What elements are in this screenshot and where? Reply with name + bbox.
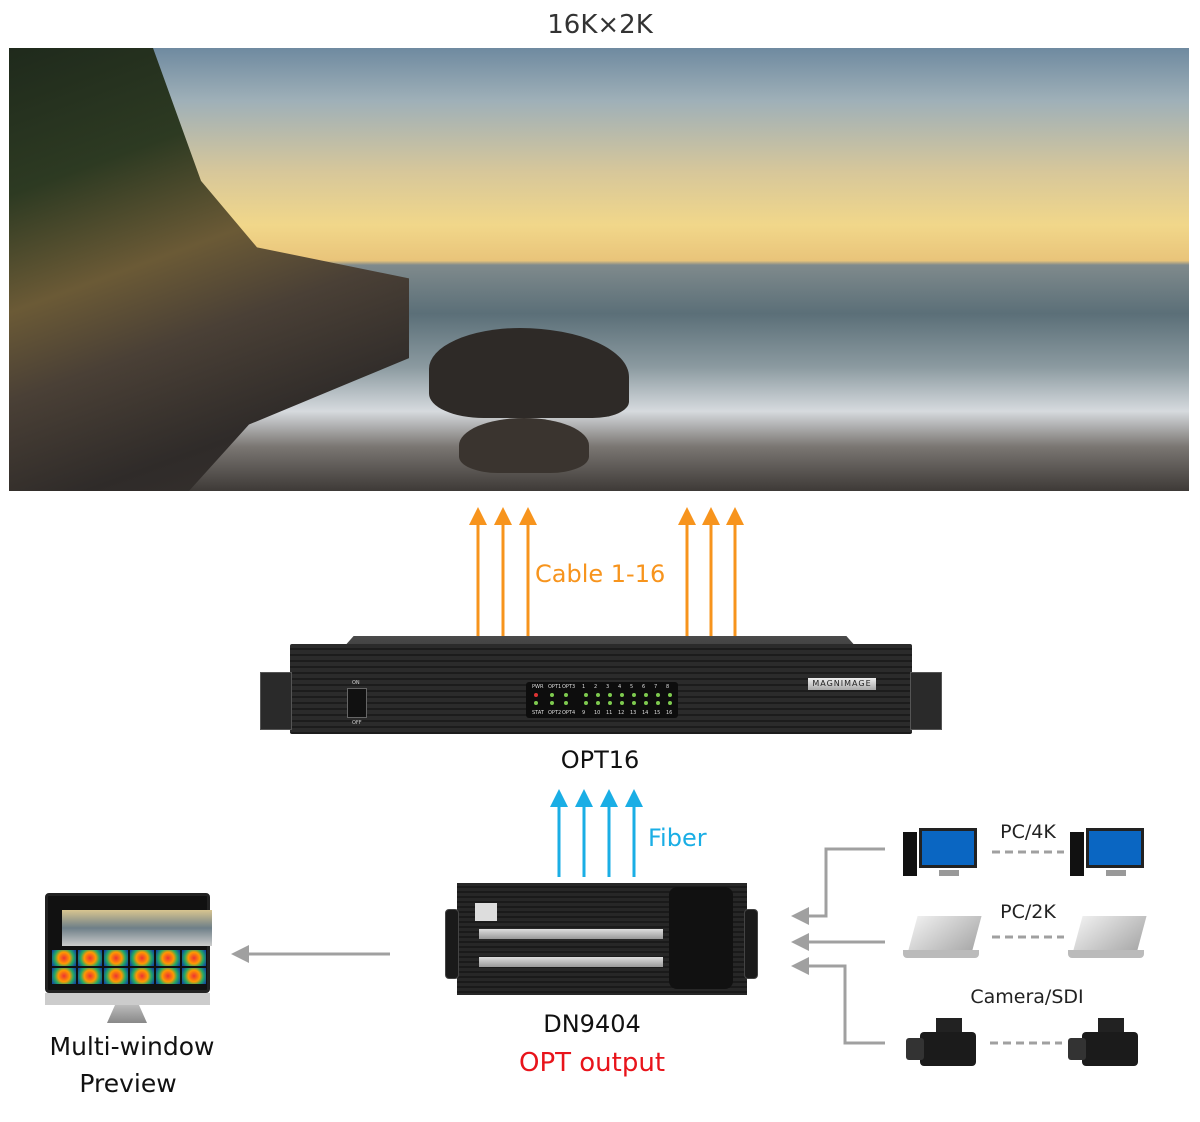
opt-output-label: OPT output	[518, 1048, 666, 1078]
panel-label: 13	[630, 710, 637, 716]
panel-label: STAT	[532, 710, 544, 716]
rock-shape	[459, 418, 589, 473]
panel-label: OPT4	[562, 710, 576, 716]
status-led	[668, 701, 672, 705]
rock-shape	[429, 328, 629, 418]
pc4k-arrow	[791, 847, 885, 925]
status-led	[550, 701, 554, 705]
pc-4k-icon	[903, 828, 979, 878]
fiber-arrows	[550, 789, 643, 877]
status-led	[656, 701, 660, 705]
switch-label: ON	[352, 680, 360, 686]
fiber-label: Fiber	[648, 824, 707, 852]
status-led	[668, 693, 672, 697]
handle	[445, 909, 459, 979]
status-led	[656, 693, 660, 697]
laptop-icon	[903, 916, 982, 962]
panel-label: 14	[642, 710, 649, 716]
panel-label: 1	[582, 684, 586, 690]
pc2k-label: PC/2K	[1000, 901, 1056, 923]
panel-label: 2	[594, 684, 598, 690]
switch-label: OFF	[352, 720, 362, 726]
panel-label: 8	[666, 684, 670, 690]
camera-label: Camera/SDI	[970, 986, 1084, 1008]
status-led	[608, 693, 612, 697]
opt16-label: OPT16	[560, 746, 640, 774]
status-led	[596, 701, 600, 705]
panel-label: 12	[618, 710, 625, 716]
status-led	[596, 693, 600, 697]
panel-label: 9	[582, 710, 586, 716]
status-led	[644, 693, 648, 697]
panel-label: 5	[630, 684, 634, 690]
panel-label: 4	[618, 684, 622, 690]
dn9404-label: DN9404	[543, 1010, 641, 1038]
display-resolution-title: 16K×2K	[547, 10, 653, 40]
camera-arrow	[791, 957, 885, 1045]
panel-label: OPT2	[548, 710, 562, 716]
camera-icon	[1068, 1014, 1140, 1070]
panel-label: 3	[606, 684, 610, 690]
power-switch: ON OFF	[347, 680, 367, 726]
input-connectors	[231, 847, 885, 1045]
status-led	[608, 701, 612, 705]
panel-label: 7	[654, 684, 658, 690]
panel-label: PWR	[532, 684, 544, 690]
camera-icon	[906, 1014, 978, 1070]
laptop-icon	[1068, 916, 1147, 962]
handle	[744, 909, 758, 979]
front-door	[669, 887, 733, 989]
status-led	[632, 693, 636, 697]
status-led	[534, 701, 538, 705]
preview-monitor	[45, 893, 212, 1025]
status-led	[550, 693, 554, 697]
panel-label: OPT1	[548, 684, 562, 690]
status-led	[620, 701, 624, 705]
preview-label-line2: Preview	[79, 1069, 177, 1098]
status-led	[644, 701, 648, 705]
preview-label-line1: Multi-window	[49, 1032, 215, 1061]
dn9404-device	[443, 877, 760, 997]
cable-label: Cable 1-16	[535, 560, 666, 588]
source-dashes	[990, 850, 1064, 1045]
brand-logo: MAGNIMAGE	[808, 678, 876, 690]
status-led	[632, 701, 636, 705]
status-led	[620, 693, 624, 697]
panel-label: 16	[666, 710, 673, 716]
status-led	[584, 701, 588, 705]
panel-label: 15	[654, 710, 661, 716]
panel-label: OPT3	[562, 684, 576, 690]
status-led	[534, 693, 538, 697]
pc4k-label: PC/4K	[1000, 821, 1056, 843]
panel-label: 6	[642, 684, 646, 690]
led-wall-landscape-image	[9, 48, 1189, 491]
device-logo	[475, 903, 497, 921]
rack-ear	[260, 672, 292, 730]
status-led	[584, 693, 588, 697]
rack-ear	[910, 672, 942, 730]
status-led	[564, 701, 568, 705]
status-led	[564, 693, 568, 697]
pc-4k-icon	[1070, 828, 1146, 878]
cable-arrows	[469, 507, 744, 636]
panel-label: 11	[606, 710, 613, 716]
panel-label: 10	[594, 710, 601, 716]
